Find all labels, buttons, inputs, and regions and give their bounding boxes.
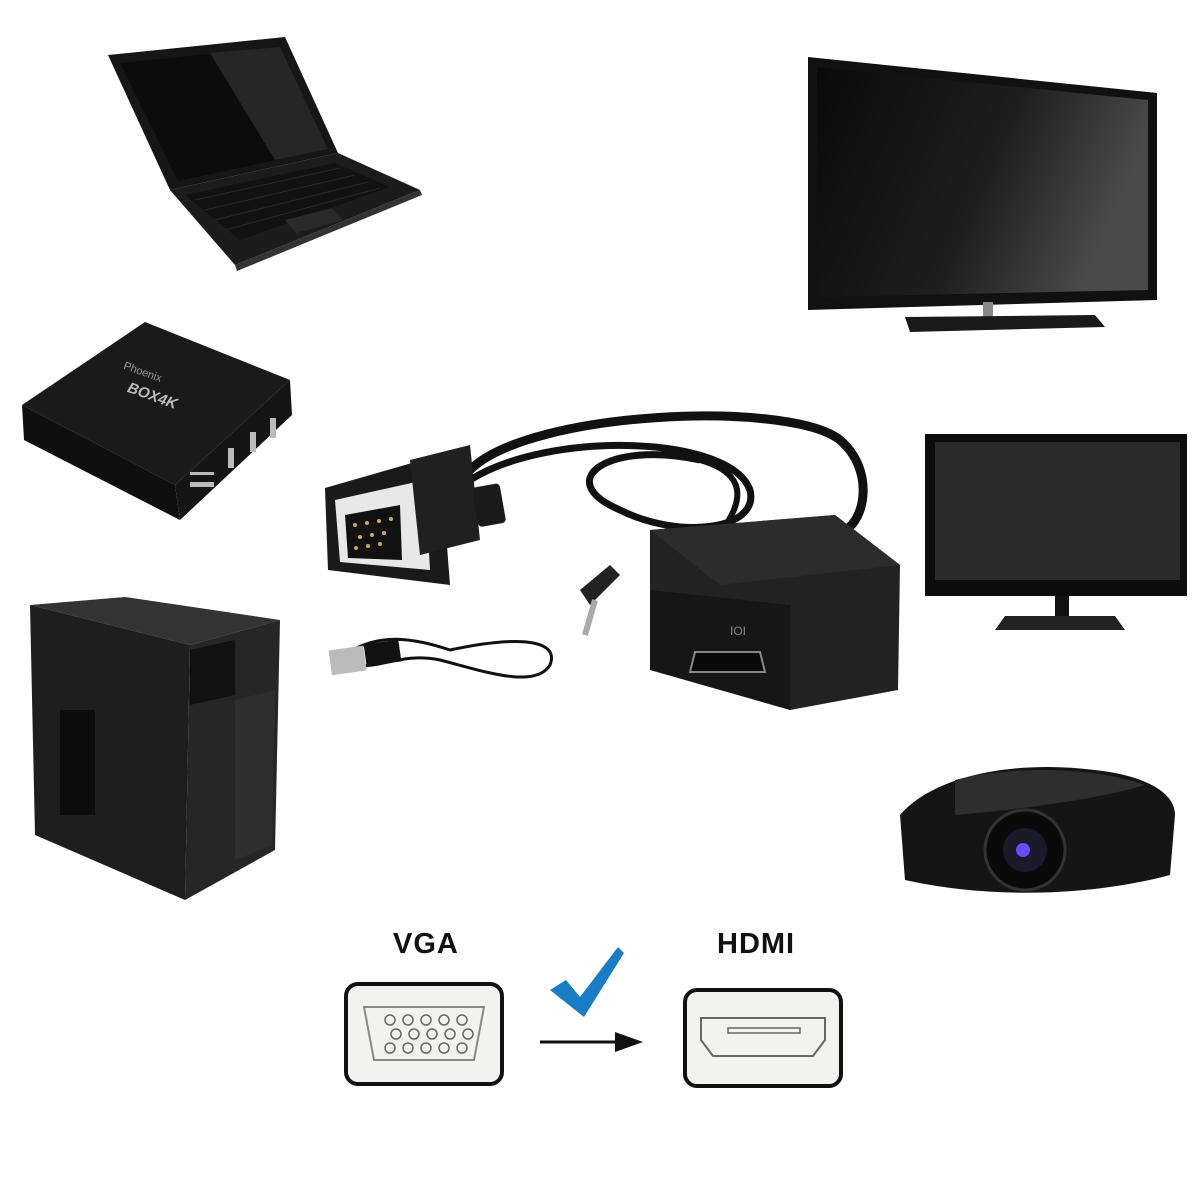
projector-image xyxy=(900,767,1175,893)
tv-image xyxy=(808,57,1157,332)
arrow-right-icon xyxy=(540,1032,643,1052)
hdmi-label: HDMI xyxy=(717,928,796,960)
laptop-image xyxy=(108,37,422,271)
checkmark-icon xyxy=(550,947,624,1017)
pc-tower-image xyxy=(30,597,280,900)
hdmi-port-icon xyxy=(683,988,843,1088)
hdmi-logo-text: IOI xyxy=(730,624,746,638)
vga-port-icon xyxy=(344,982,504,1086)
tvbox-image: Phoenix BOX4K xyxy=(22,322,292,520)
adapter-image: IOI xyxy=(325,411,900,710)
vga-label: VGA xyxy=(393,928,459,960)
monitor-image xyxy=(925,434,1187,630)
